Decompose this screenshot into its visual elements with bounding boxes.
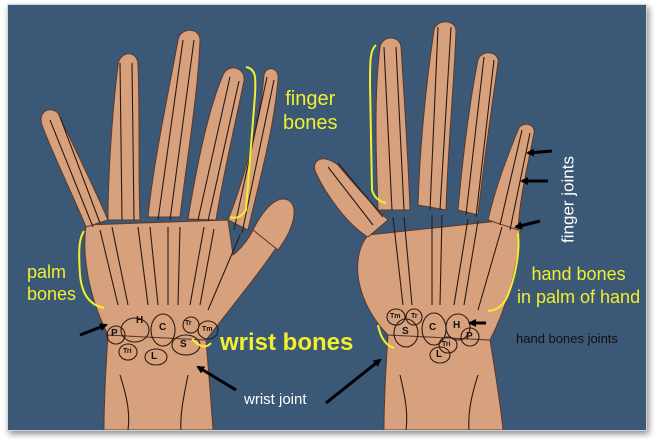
- carpal-letter: Tri: [442, 341, 451, 348]
- carpal-letter: S: [180, 340, 187, 350]
- carpal-letter: Tm: [390, 313, 401, 320]
- hand-bones-joints-label: hand bones joints: [516, 332, 618, 345]
- palm-bones-label-line: bones: [27, 283, 76, 305]
- carpal-letter: L: [436, 350, 442, 360]
- hand-bones-palm-label: hand bones in palm of hand: [517, 263, 640, 309]
- carpal-letter: Tri: [123, 348, 132, 355]
- finger-bones-label-line: finger: [283, 87, 338, 111]
- carpal-letter: P: [466, 332, 473, 342]
- finger-joints-label: finger joints: [560, 145, 577, 255]
- hand-bones-illustration: [8, 5, 646, 430]
- carpal-letter: S: [402, 327, 409, 337]
- hand-bones-palm-label-line: in palm of hand: [517, 286, 640, 309]
- diagram-frame: H C Tr Tm P Tri L S Tm Tr S C H P Tri L …: [7, 4, 647, 431]
- wrist-bones-label: wrist bones: [220, 331, 353, 355]
- finger-bones-label-line: bones: [283, 111, 338, 135]
- carpal-letter: P: [111, 329, 118, 339]
- finger-bones-label: finger bones: [283, 87, 338, 135]
- palm-bones-label-line: palm: [27, 261, 76, 283]
- carpal-letter: Tm: [202, 326, 213, 333]
- wrist-joint-label: wrist joint: [244, 392, 307, 407]
- carpal-letter: Tr: [411, 313, 418, 320]
- carpal-letter: H: [136, 316, 143, 326]
- carpal-letter: L: [151, 352, 157, 362]
- carpal-letter: H: [453, 321, 460, 331]
- palm-bones-label: palm bones: [27, 261, 76, 305]
- carpal-letter: C: [429, 323, 436, 333]
- right-hand: [315, 22, 535, 430]
- carpal-letter: C: [159, 323, 166, 333]
- carpal-letter: Tr: [185, 320, 192, 327]
- hand-bones-palm-label-line: hand bones: [517, 263, 640, 286]
